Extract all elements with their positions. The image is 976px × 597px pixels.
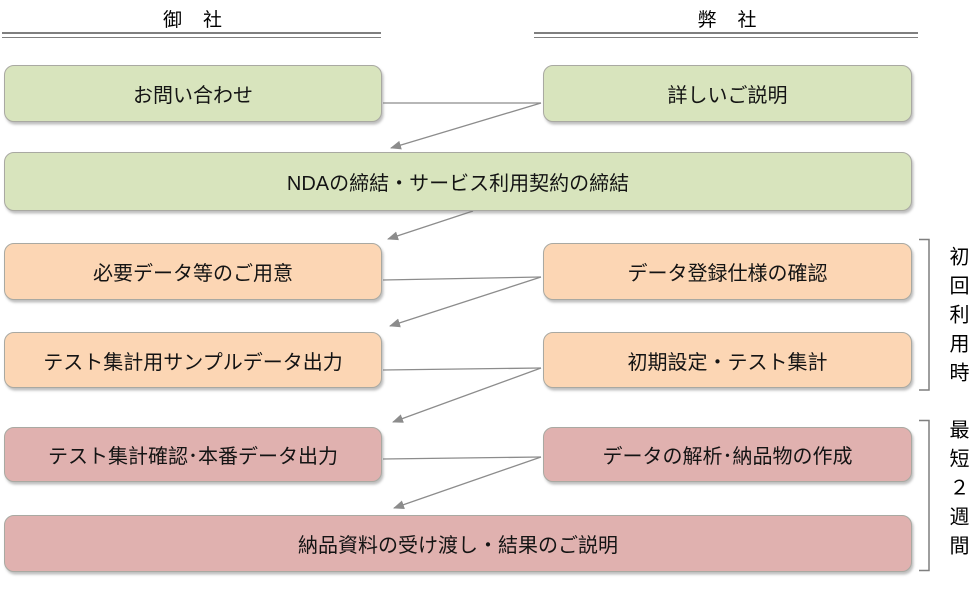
column-header-your-company: 御 社: [162, 10, 223, 31]
flow-box-data-analysis-deliverables: データの解析･納品物の作成: [543, 427, 912, 482]
flow-box-delivery-and-result-explanation: 納品資料の受け渡し・結果のご説明: [4, 515, 912, 572]
flow-box-data-registration-spec-check: データ登録仕様の確認: [543, 243, 912, 300]
bracket-label-min-two-weeks: 最短２週間: [946, 419, 968, 564]
bracket-first-use: [919, 238, 930, 391]
flow-box-inquiry: お問い合わせ: [4, 65, 382, 122]
header-underline-left: [2, 32, 381, 38]
connector-sample-to-setup: [382, 367, 542, 371]
flow-box-prepare-required-data: 必要データ等のご用意: [4, 243, 382, 300]
flow-box-nda-contract: NDAの締結・サービス利用契約の締結: [4, 152, 912, 211]
flow-box-test-confirm-production-output: テスト集計確認･本番データ出力: [4, 427, 382, 482]
flow-box-detailed-explanation: 詳しいご説明: [543, 65, 912, 122]
arrow-spec-to-sample: [389, 276, 542, 328]
connector-prepare-to-spec: [382, 276, 542, 281]
flow-box-test-sample-data-output: テスト集計用サンプルデータ出力: [4, 332, 382, 388]
column-header-our-company: 弊 社: [697, 10, 758, 31]
header-underline-right: [534, 32, 918, 38]
arrow-explain-to-nda: [390, 102, 542, 150]
flow-box-initial-setup-test-aggregation: 初期設定・テスト集計: [543, 332, 912, 388]
arrow-analysis-to-delivery: [393, 456, 542, 509]
arrow-nda-to-prepare: [387, 210, 474, 241]
connector-confirm-to-analysis: [382, 456, 542, 460]
bracket-min-two-weeks: [919, 419, 930, 572]
bracket-label-first-use: 初回利用時: [946, 246, 968, 391]
arrow-setup-to-confirm: [392, 367, 542, 423]
